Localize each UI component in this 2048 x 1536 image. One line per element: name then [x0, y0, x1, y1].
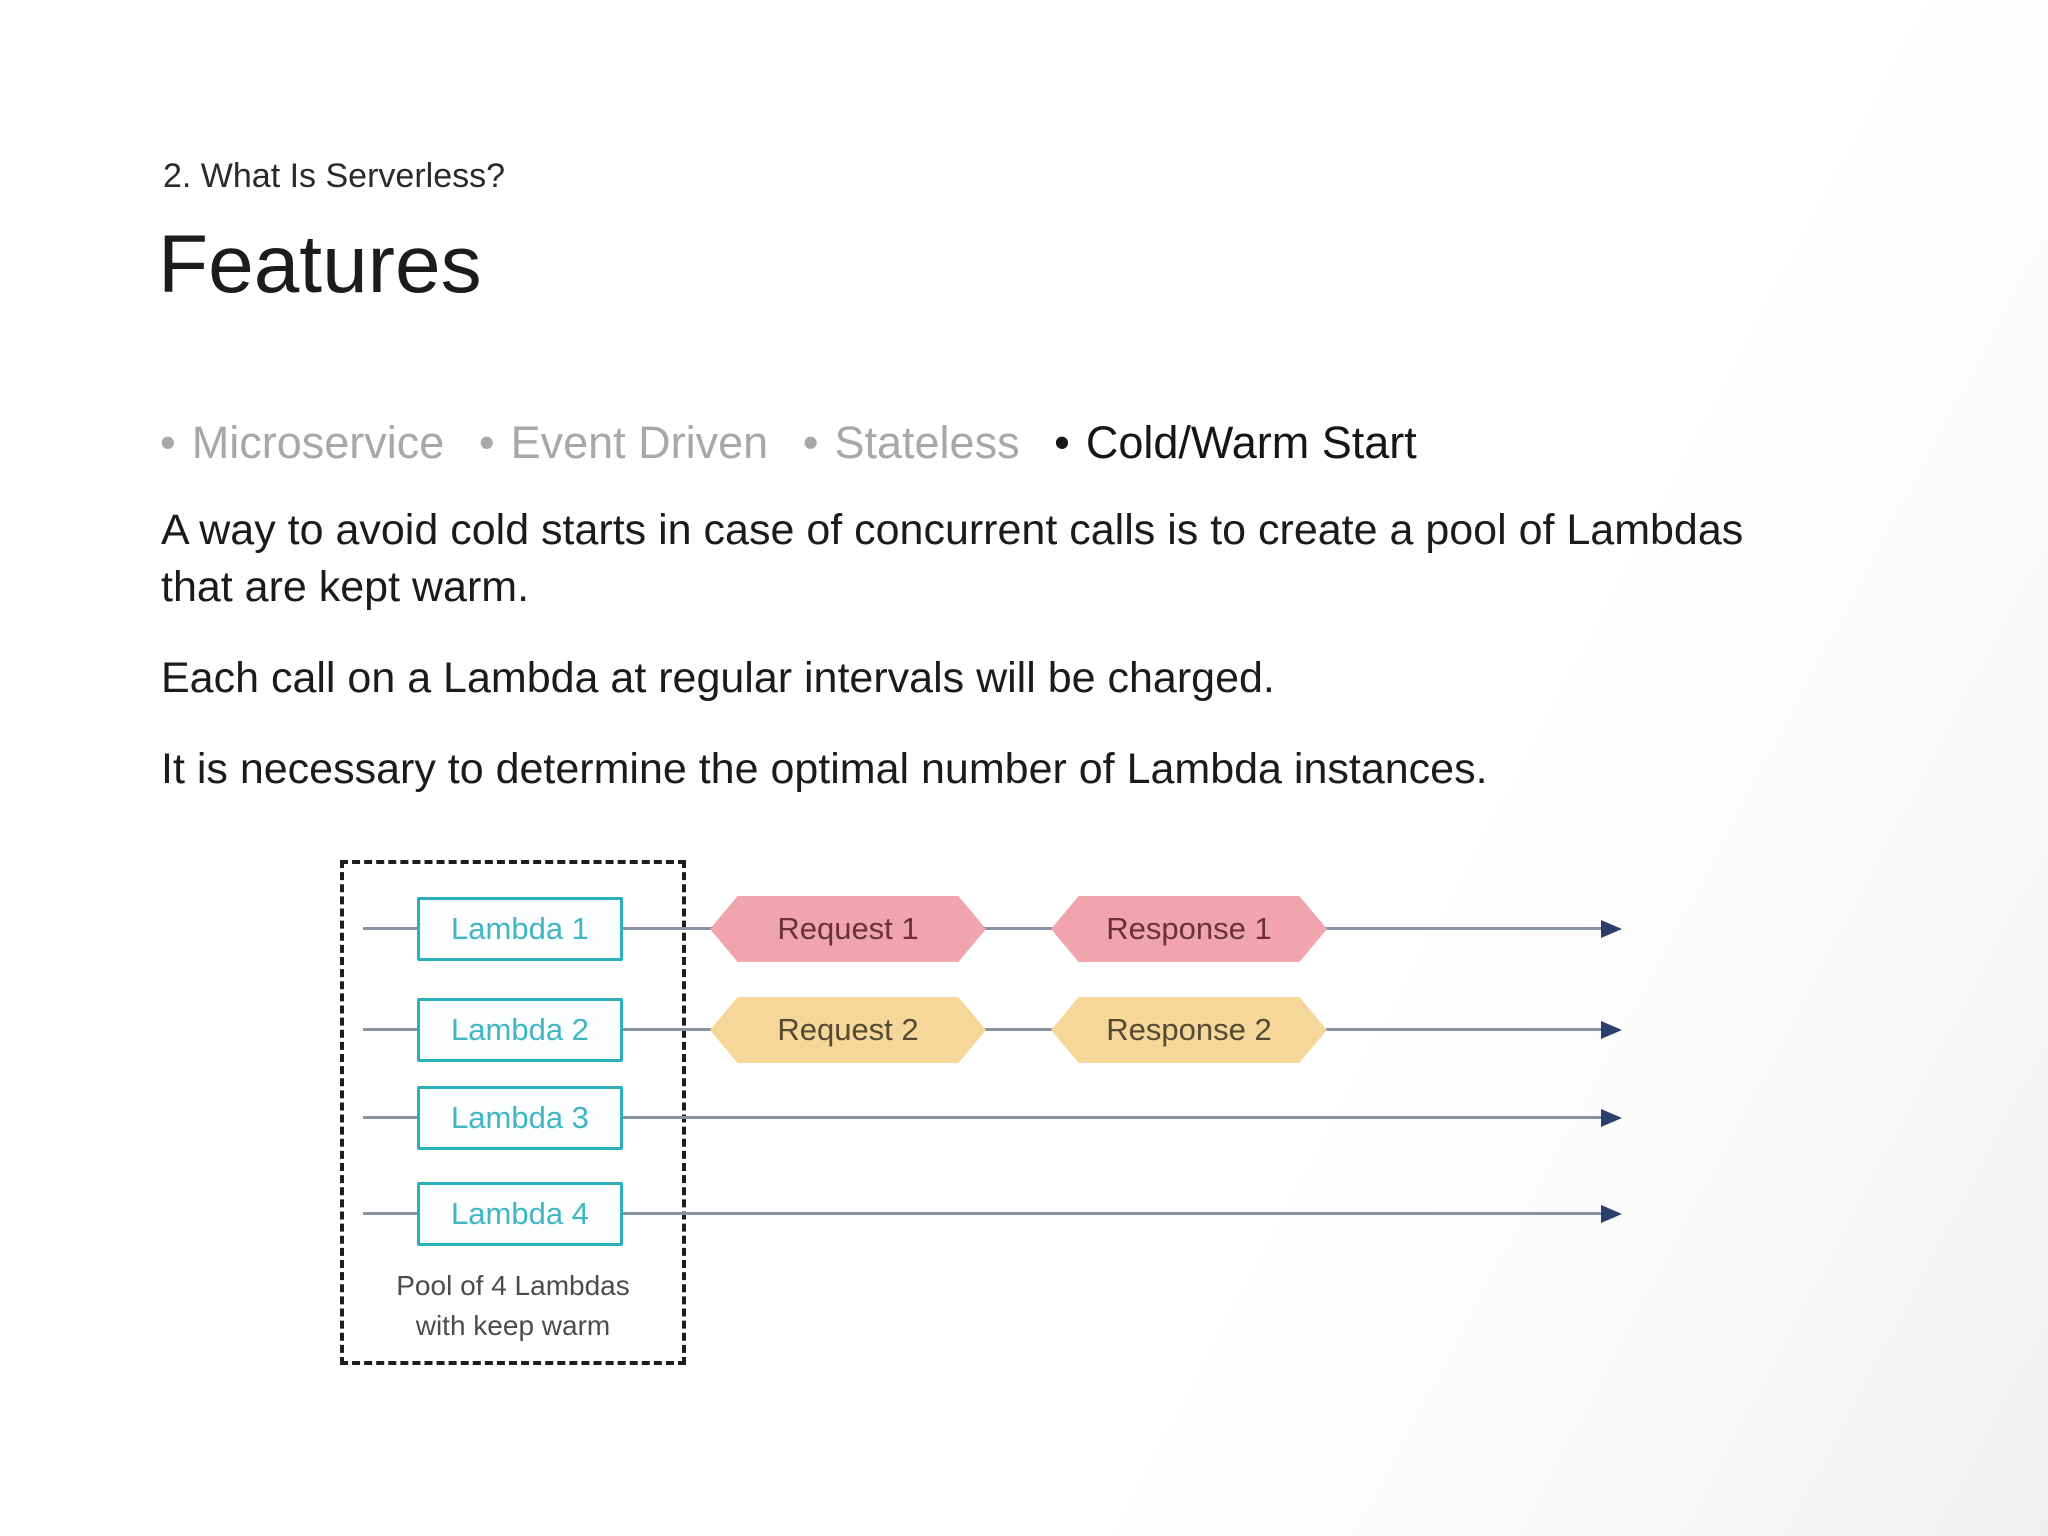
section-heading: 2. What Is Serverless?	[163, 157, 506, 195]
arrow-right-icon	[1601, 1205, 1622, 1223]
flow-line-3	[622, 1116, 1606, 1119]
pool-label: Pool of 4 Lambdas with keep warm	[340, 1266, 686, 1346]
lambda-left-stub	[363, 927, 417, 930]
bullet-dot: •	[1054, 417, 1070, 468]
pool-dashed-box	[340, 860, 686, 1365]
bullet-label: Microservice	[191, 417, 445, 468]
hexagon-label: Response 2	[1106, 1012, 1272, 1047]
bullet-dot: •	[802, 417, 819, 468]
body-paragraph-2: Each call on a Lambda at regular interva…	[161, 654, 1275, 702]
lambda-label: Lambda 4	[451, 1196, 589, 1231]
bullet-item-microservice: • Microservice	[160, 417, 444, 468]
bullet-item-cold-warm-start: • Cold/Warm Start	[1054, 417, 1417, 468]
bullet-item-event-driven: • Event Driven	[479, 417, 768, 468]
page-title: Features	[158, 219, 482, 310]
body-paragraph-3: It is necessary to determine the optimal…	[161, 745, 1488, 793]
lambda-label: Lambda 3	[451, 1100, 589, 1135]
lambda-box-2: Lambda 2	[417, 998, 623, 1062]
feature-bullet-row: • Microservice • Event Driven • Stateless •…	[160, 416, 1439, 470]
bullet-dot: •	[160, 417, 176, 468]
bullet-label: Stateless	[834, 417, 1020, 468]
bullet-item-stateless: • Stateless	[803, 417, 1020, 468]
lambda-left-stub	[363, 1028, 417, 1031]
arrow-right-icon	[1601, 920, 1622, 938]
response-2-hexagon: Response 2	[1051, 997, 1327, 1063]
pool-label-line-2: with keep warm	[415, 1310, 611, 1341]
arrow-right-icon	[1601, 1109, 1622, 1127]
body-paragraph-1: A way to avoid cold starts in case of co…	[161, 506, 1744, 611]
response-1-hexagon: Response 1	[1051, 896, 1327, 962]
lambda-label: Lambda 2	[451, 1012, 589, 1047]
lambda-left-stub	[363, 1212, 417, 1215]
bullet-label: Cold/Warm Start	[1085, 417, 1417, 468]
hexagon-label: Request 2	[777, 1012, 919, 1047]
lambda-left-stub	[363, 1116, 417, 1119]
hexagon-label: Request 1	[777, 911, 919, 946]
lambda-label: Lambda 1	[451, 911, 589, 946]
body-text: A way to avoid cold starts in case of co…	[161, 502, 1821, 832]
request-1-hexagon: Request 1	[710, 896, 986, 962]
request-2-hexagon: Request 2	[710, 997, 986, 1063]
lambda-box-3: Lambda 3	[417, 1086, 623, 1150]
hexagon-label: Response 1	[1106, 911, 1272, 946]
bullet-label: Event Driven	[510, 417, 769, 468]
arrow-right-icon	[1601, 1021, 1622, 1039]
lambda-box-1: Lambda 1	[417, 897, 623, 961]
pool-label-line-1: Pool of 4 Lambdas	[396, 1270, 630, 1301]
lambda-box-4: Lambda 4	[417, 1182, 623, 1246]
bullet-dot: •	[478, 417, 495, 468]
flow-line-4	[622, 1212, 1606, 1215]
